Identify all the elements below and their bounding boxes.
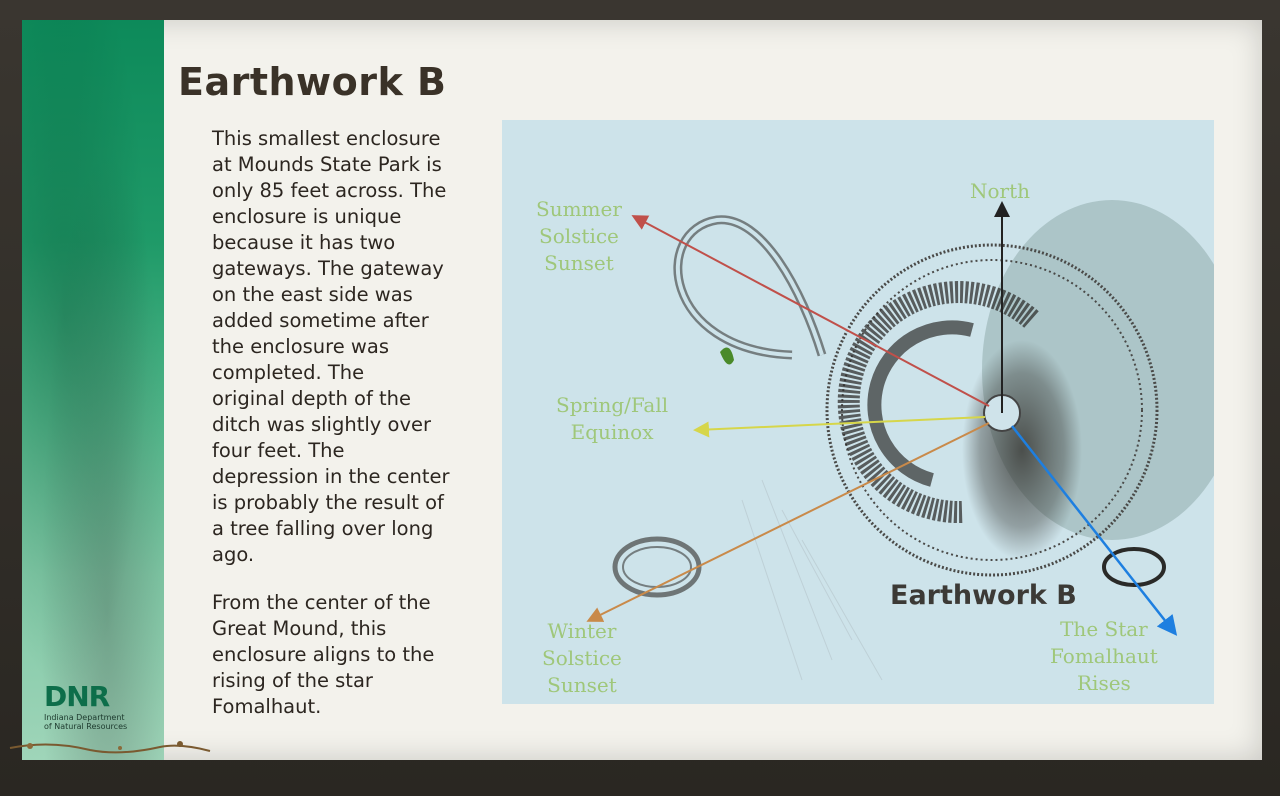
interpretive-sign: Earthwork B This smallest enclosure at M… bbox=[22, 20, 1262, 760]
fomalhaut-line bbox=[1011, 425, 1178, 636]
label-north: North bbox=[970, 179, 1031, 203]
star-enclosure bbox=[1102, 547, 1166, 587]
label-fomalhaut: The Star Fomalhaut Rises bbox=[1050, 617, 1158, 695]
label-equinox: Spring/Fall Equinox bbox=[556, 393, 669, 444]
summer-solstice-line bbox=[631, 215, 990, 407]
green-side-bar bbox=[22, 20, 164, 760]
diagram-drawing bbox=[586, 200, 1214, 681]
description-paragraph: This smallest enclosure at Mounds State … bbox=[212, 127, 450, 566]
label-winter-solstice: Winter Solstice Sunset bbox=[542, 619, 622, 697]
sign-title: Earthwork B bbox=[178, 60, 447, 104]
dnr-logo-subtitle: Indiana Department of Natural Resources bbox=[44, 713, 128, 731]
equinox-line bbox=[693, 416, 986, 438]
dnr-logo-letters: DNR bbox=[44, 680, 110, 713]
label-summer-solstice: Summer Solstice Sunset bbox=[536, 197, 622, 275]
summer-enclosure bbox=[673, 215, 827, 360]
main-enclosure-ring bbox=[825, 243, 1159, 577]
earthwork-diagram: North Summer Solstice Sunset Spring/Fall… bbox=[502, 120, 1214, 704]
leaf-debris bbox=[720, 347, 734, 365]
winter-solstice-line bbox=[586, 422, 990, 622]
bottom-debris bbox=[9, 741, 211, 754]
diagram-title: Earthwork B bbox=[890, 580, 1077, 611]
dnr-logo: DNR Indiana Department of Natural Resour… bbox=[44, 680, 154, 731]
alignment-paragraph: From the center of the Great Mound, this… bbox=[212, 591, 435, 718]
